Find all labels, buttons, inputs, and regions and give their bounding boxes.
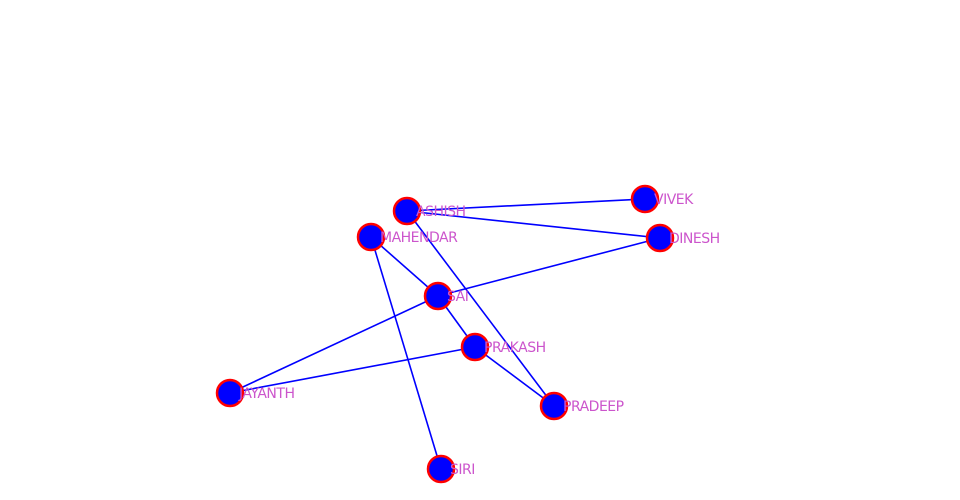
node-label: ASHISH <box>416 204 466 220</box>
edge-ashish-vivek <box>406 198 646 212</box>
node-circle[interactable] <box>630 184 660 214</box>
node-pradeep[interactable]: PRADEEP <box>539 391 624 421</box>
edge-mahendar-sai <box>370 236 439 297</box>
node-label: SIRI <box>450 462 475 478</box>
node-vivek[interactable]: VIVEK <box>630 184 695 214</box>
node-label: DINESH <box>669 231 720 247</box>
node-sai[interactable]: SAI <box>423 281 469 311</box>
edge-sai-jayanth <box>229 295 439 394</box>
edge-ashish-pradeep <box>406 210 555 407</box>
node-label: PRADEEP <box>563 399 624 415</box>
edge-ashish-dinesh <box>406 210 661 239</box>
edge-prakash-pradeep <box>474 346 555 407</box>
node-mahendar[interactable]: MAHENDAR <box>356 222 459 252</box>
node-prakash[interactable]: PRAKASH <box>460 332 546 362</box>
node-siri[interactable]: SIRI <box>426 454 475 484</box>
node-circle[interactable] <box>460 332 490 362</box>
node-label: JAYANTH <box>238 386 294 402</box>
node-circle[interactable] <box>423 281 453 311</box>
node-circle[interactable] <box>539 391 569 421</box>
node-label: VIVEK <box>654 192 694 208</box>
edge-jayanth-prakash <box>229 346 476 394</box>
node-ashish[interactable]: ASHISH <box>392 196 466 226</box>
node-label: MAHENDAR <box>380 230 458 246</box>
node-label: PRAKASH <box>484 340 546 356</box>
node-circle[interactable] <box>215 378 245 408</box>
node-circle[interactable] <box>645 223 675 253</box>
node-label: SAI <box>447 289 468 305</box>
node-dinesh[interactable]: DINESH <box>645 223 720 253</box>
edge-mahendar-siri <box>370 236 442 470</box>
node-circle[interactable] <box>356 222 386 252</box>
node-jayanth[interactable]: JAYANTH <box>215 378 295 408</box>
edge-sai-dinesh <box>437 237 661 297</box>
node-circle[interactable] <box>426 454 456 484</box>
node-circle[interactable] <box>392 196 422 226</box>
